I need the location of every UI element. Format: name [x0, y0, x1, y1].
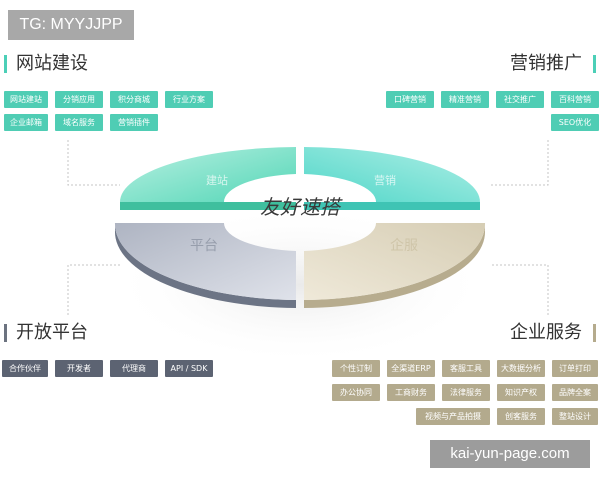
tag-domain-service[interactable]: 域名服务	[55, 114, 103, 131]
tag-site-design[interactable]: 整站设计	[552, 408, 598, 425]
ring-segment-website	[119, 147, 296, 202]
tag-wiki-marketing[interactable]: 百科营销	[551, 91, 599, 108]
tag-office-collab[interactable]: 办公协同	[332, 384, 380, 401]
ring-edge-bl	[114, 223, 296, 308]
quadrant-label-platform: 平台	[190, 238, 218, 254]
section-title-text: 企业服务	[510, 322, 582, 343]
section-title-text: 网站建设	[16, 53, 88, 74]
section-title-text: 开放平台	[16, 322, 88, 343]
tag-maker-service[interactable]: 创客服务	[497, 408, 545, 425]
ring-edge-tr	[304, 202, 480, 210]
accent-bar	[593, 55, 596, 73]
tag-developer[interactable]: 开发者	[55, 360, 103, 377]
tag-business-finance[interactable]: 工商财务	[387, 384, 435, 401]
tag-word-of-mouth[interactable]: 口碑营销	[386, 91, 434, 108]
tag-industry-solution[interactable]: 行业方案	[165, 91, 213, 108]
ring-edge-br	[304, 223, 486, 308]
tag-order-printing[interactable]: 订单打印	[552, 360, 598, 377]
connector-lines	[67, 140, 549, 315]
ring-edge-tl	[120, 202, 296, 210]
tag-customer-service-tools[interactable]: 客服工具	[442, 360, 490, 377]
tag-customization[interactable]: 个性订制	[332, 360, 380, 377]
tag-ip[interactable]: 知识产权	[497, 384, 545, 401]
section-title-platform: 开放平台	[4, 322, 88, 344]
tg-badge: TG: MYYJJPP	[8, 10, 134, 40]
ring-segment-platform	[114, 223, 296, 300]
tag-marketing-plugin[interactable]: 营销插件	[110, 114, 158, 131]
accent-bar	[593, 324, 596, 342]
tag-omnichannel-erp[interactable]: 全渠道ERP	[387, 360, 435, 377]
ring-segment-enterprise	[304, 223, 486, 300]
tag-legal-service[interactable]: 法律服务	[442, 384, 490, 401]
tag-agent[interactable]: 代理商	[110, 360, 158, 377]
tag-seo[interactable]: SEO优化	[551, 114, 599, 131]
center-logo: 友好速搭	[260, 195, 343, 219]
quadrant-label-marketing: 营销	[374, 173, 396, 187]
tag-social-promotion[interactable]: 社交推广	[496, 91, 544, 108]
ring-segment-marketing	[304, 147, 480, 202]
quadrant-label-enterprise: 企服	[390, 237, 418, 254]
section-title-marketing: 营销推广	[510, 53, 596, 75]
tag-distribution-app[interactable]: 分销应用	[55, 91, 103, 108]
tag-precision-marketing[interactable]: 精准营销	[441, 91, 489, 108]
accent-bar	[4, 55, 7, 73]
section-title-text: 营销推广	[510, 53, 582, 74]
tag-brand-plan[interactable]: 品牌全案	[552, 384, 598, 401]
section-title-website: 网站建设	[4, 53, 88, 75]
tag-api-sdk[interactable]: API / SDK	[165, 360, 213, 377]
quadrant-label-website: 建站	[206, 173, 228, 187]
tag-points-mall[interactable]: 积分商城	[110, 91, 158, 108]
tag-video-photo[interactable]: 视频与产品拍摄	[416, 408, 490, 425]
tag-big-data[interactable]: 大数据分析	[497, 360, 545, 377]
accent-bar	[4, 324, 7, 342]
tag-partner[interactable]: 合作伙伴	[2, 360, 48, 377]
watermark: kai-yun-page.com	[430, 440, 590, 468]
tag-enterprise-email[interactable]: 企业邮箱	[4, 114, 48, 131]
section-title-enterprise: 企业服务	[510, 322, 596, 344]
tag-website-build[interactable]: 网站建站	[4, 91, 48, 108]
